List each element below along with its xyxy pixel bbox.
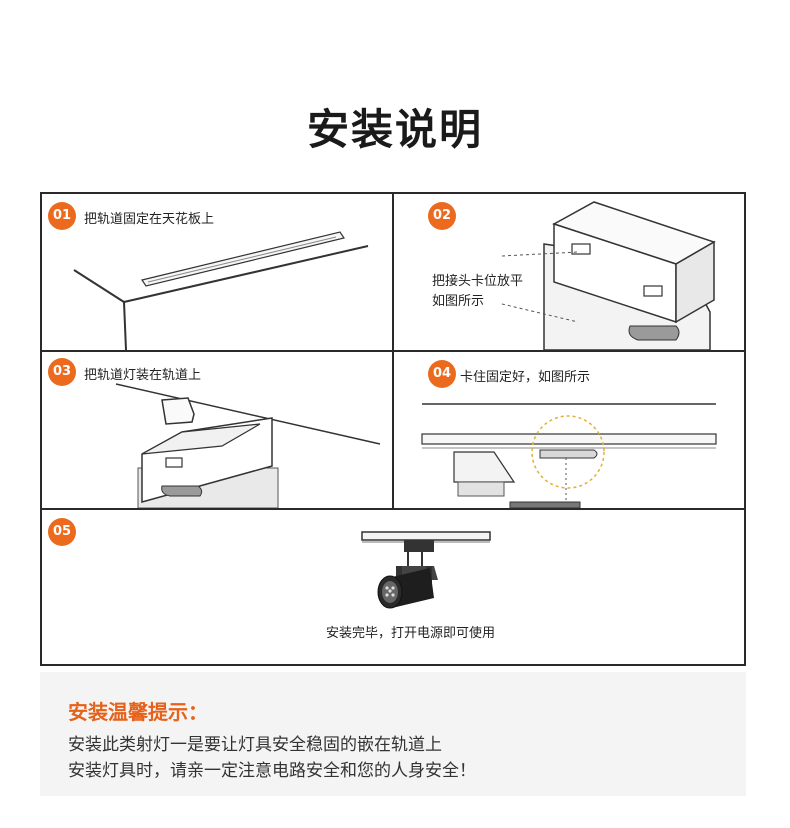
step-05-panel: 05 安装完毕，打开电源即可使用: [42, 510, 744, 664]
page-title: 安装说明: [306, 105, 483, 154]
step-01-badge: 01: [48, 202, 76, 230]
tips-box: 安装温馨提示： 安装此类射灯一是要让灯具安全稳固的嵌在轨道上 安装灯具时，请亲一…: [40, 672, 746, 796]
step-03-caption: 把轨道灯装在轨道上: [84, 368, 202, 383]
ceiling-rail-illustration: [73, 231, 369, 350]
lock-in-place-illustration: [421, 403, 717, 508]
tips-line-2: 安装灯具时，请亲一定注意电路安全和您的人身安全！: [68, 761, 476, 781]
step-01-panel: 01 把轨道固定在天花板上: [42, 194, 394, 352]
tips-line-1: 安装此类射灯一是要让灯具安全稳固的嵌在轨道上: [68, 735, 442, 755]
step-04-panel: 04 卡住固定好，如图所示: [394, 352, 744, 510]
step-03-badge: 03: [48, 358, 76, 386]
mount-lamp-illustration: [115, 383, 381, 508]
step-02-badge: 02: [428, 202, 456, 230]
spotlight-illustration: [361, 531, 491, 609]
step-05-caption: 安装完毕，打开电源即可使用: [326, 626, 496, 641]
step-02-panel: 02 把接头卡位放平 如图所示: [394, 194, 744, 352]
step-02-caption-line2: 如图所示: [432, 294, 485, 309]
instruction-grid: 01 把轨道固定在天花板上 02 把接头卡位放平 如图所示: [40, 192, 746, 666]
step-02-caption-line1: 把接头卡位放平: [432, 274, 524, 289]
step-04-caption: 卡住固定好，如图所示: [460, 370, 591, 385]
tips-title: 安装温馨提示：: [68, 700, 208, 724]
step-04-badge: 04: [428, 360, 456, 388]
step-01-caption: 把轨道固定在天花板上: [84, 212, 215, 227]
connector-closeup-illustration: [501, 201, 716, 350]
step-05-badge: 05: [48, 518, 76, 546]
step-03-panel: 03 把轨道灯装在轨道上: [42, 352, 394, 510]
